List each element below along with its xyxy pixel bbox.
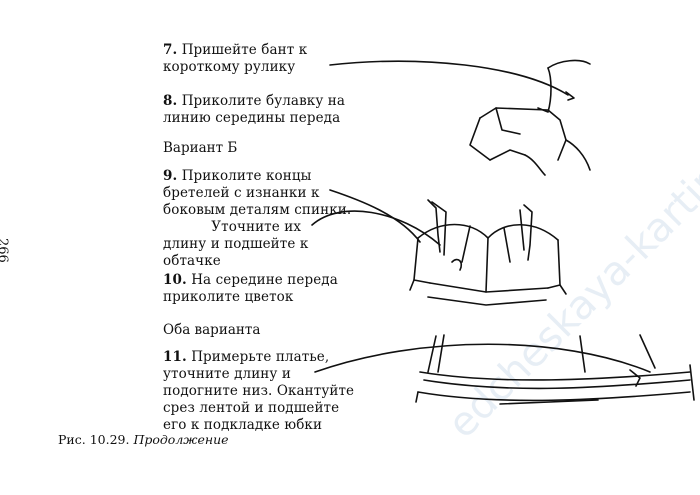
step-7: 7. Пришейте бант к короткому рулику <box>163 42 307 76</box>
leader-line-step-9 <box>329 189 421 243</box>
step-text: Приколите булавку на линию середины пере… <box>163 93 346 126</box>
step-text: На середине переда приколите цветок <box>163 272 338 305</box>
figure-caption: Рис. 10.29. Продолжение <box>58 432 229 447</box>
step-number: 8. <box>163 93 178 109</box>
step-9: 9. Приколите концы бретелей с изнанки к … <box>163 168 351 270</box>
leader-line-step-10 <box>311 210 441 246</box>
step-8: 8. Приколите булавку на линию середины п… <box>163 93 345 127</box>
step-text: Примерьте платье, уточните длину и подог… <box>163 349 355 433</box>
skirt-hem-drawing <box>415 334 695 405</box>
bodice-drawing <box>409 199 567 306</box>
heading-variant-b: Вариант Б <box>163 140 238 156</box>
step-11: 11. Примерьте платье, уточните длину и п… <box>163 349 354 434</box>
step-number: 11. <box>163 349 187 365</box>
step-text: Пришейте бант к короткому рулику <box>163 42 308 75</box>
caption-label: Рис. 10.29. <box>58 432 130 447</box>
caption-title: Продолжение <box>133 432 229 447</box>
step-number: 9. <box>163 168 178 184</box>
step-10: 10. На середине переда приколите цветок <box>163 272 338 306</box>
leader-line-step-11 <box>314 343 651 373</box>
bow-shoulder-drawing <box>469 59 591 176</box>
step-text: Приколите концы бретелей с изнанки к бок… <box>163 168 352 269</box>
heading-both-variants: Оба варианта <box>163 322 261 338</box>
leader-line-step-7 <box>329 60 569 96</box>
step-number: 10. <box>163 272 187 288</box>
step-number: 7. <box>163 42 178 58</box>
